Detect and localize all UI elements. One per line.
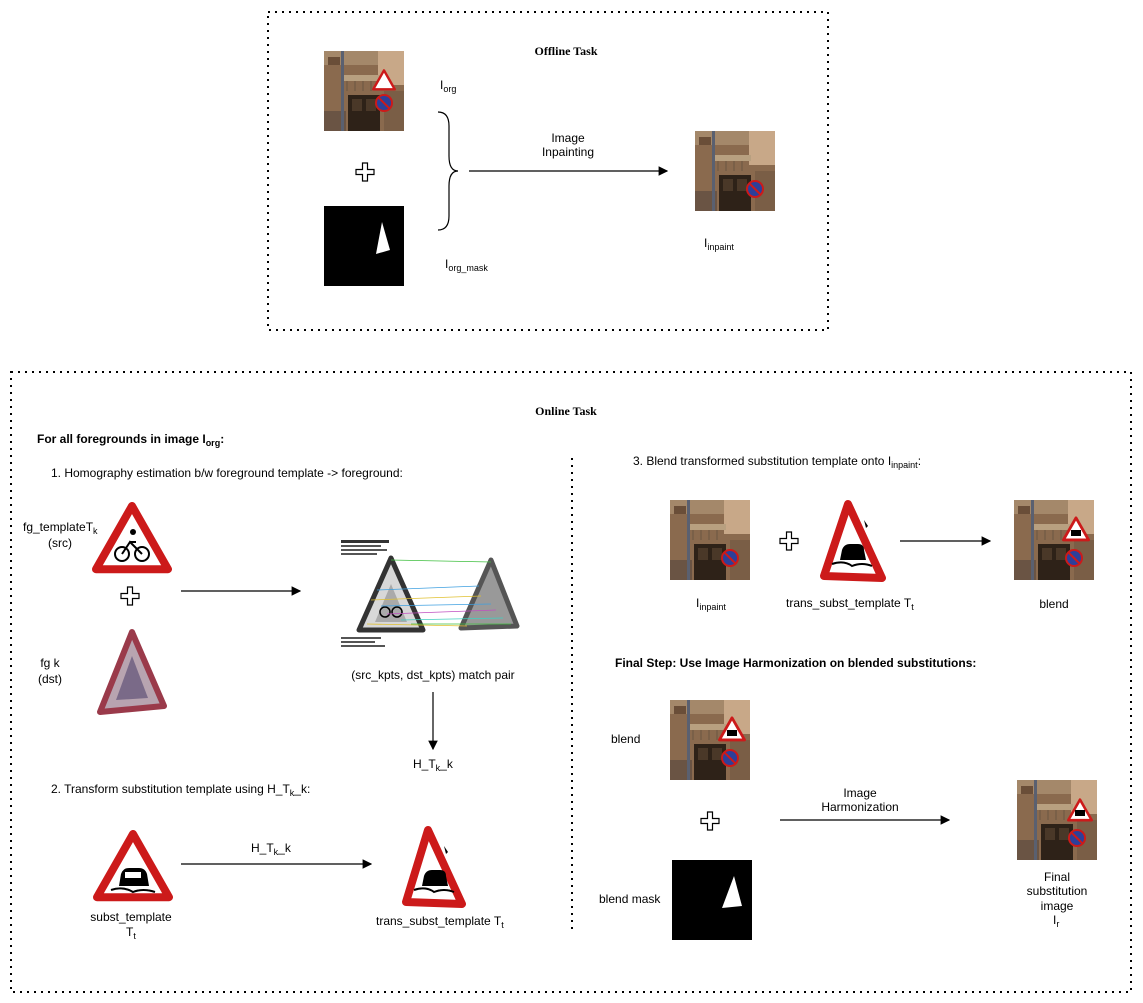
offline-task-box <box>267 11 829 331</box>
fg-template-sign <box>96 506 168 569</box>
online-title: Online Task <box>535 404 597 418</box>
curly-brace <box>437 111 459 231</box>
step3-inpaint-image <box>670 500 750 580</box>
step2-arrow-label: H_Tk_k <box>251 841 292 857</box>
plus-icon <box>120 586 140 606</box>
i-org-image <box>324 51 404 131</box>
i-org-label: Iorg <box>440 78 456 94</box>
step3-label: 3. Blend transformed substitution templa… <box>633 454 921 470</box>
subst-template-label: subst_template <box>90 910 172 924</box>
i-r-label: Ir <box>1053 913 1059 929</box>
final-label-line3: image <box>1041 899 1074 913</box>
plus-icon <box>700 811 720 831</box>
final-label-line1: Final <box>1044 870 1070 884</box>
blend-image <box>1014 500 1094 580</box>
final-label-line2: substitution <box>1027 884 1088 898</box>
inpainting-label-line1: Image <box>551 131 585 145</box>
step3-trans-sign-label: trans_subst_template Tt <box>786 596 914 612</box>
step3-inpaint-label: Iinpaint <box>696 596 726 612</box>
online-task-box <box>10 371 1132 993</box>
harmonization-label-line1: Image <box>843 786 877 800</box>
i-inpaint-label: Iinpaint <box>704 236 734 252</box>
blend-label: blend <box>1039 597 1068 611</box>
i-org-mask-image <box>324 206 404 286</box>
final-blend-image <box>670 700 750 780</box>
offline-title: Offline Task <box>534 44 597 58</box>
subst-template-sign <box>97 834 169 897</box>
step1-label: 1. Homography estimation b/w foreground … <box>51 466 403 480</box>
final-image <box>1017 780 1097 860</box>
match-pair-image <box>341 540 520 647</box>
harmonization-label-line2: Harmonization <box>821 800 898 814</box>
fg-template-label: fg_templateTk <box>23 520 98 536</box>
trans-subst-template-sign <box>402 826 466 908</box>
plus-icon <box>355 162 375 182</box>
inpainting-label-line2: Inpainting <box>542 145 594 159</box>
fg-k-label: fg k <box>40 656 60 670</box>
plus-icon <box>779 531 799 551</box>
blend-mask-image <box>672 860 752 940</box>
trans-subst-template-label: trans_subst_template Tt <box>376 914 504 930</box>
fg-template-src-label: (src) <box>48 536 72 550</box>
fg-k-image <box>97 629 167 715</box>
blend-mask-label: blend mask <box>599 892 661 906</box>
h-tk-k-label: H_Tk_k <box>413 757 454 773</box>
online-header: For all foregrounds in image Iorg: <box>37 432 224 448</box>
fg-k-dst-label: (dst) <box>38 672 62 686</box>
final-blend-label: blend <box>611 732 640 746</box>
t-t-label: Tt <box>126 925 136 941</box>
final-step-label: Final Step: Use Image Harmonization on b… <box>615 656 976 670</box>
i-org-mask-label: Iorg_mask <box>445 257 488 273</box>
i-inpaint-image <box>695 131 775 211</box>
step3-trans-sign <box>820 500 886 582</box>
step2-label: 2. Transform substitution template using… <box>51 782 310 798</box>
match-pair-label: (src_kpts, dst_kpts) match pair <box>351 668 514 682</box>
